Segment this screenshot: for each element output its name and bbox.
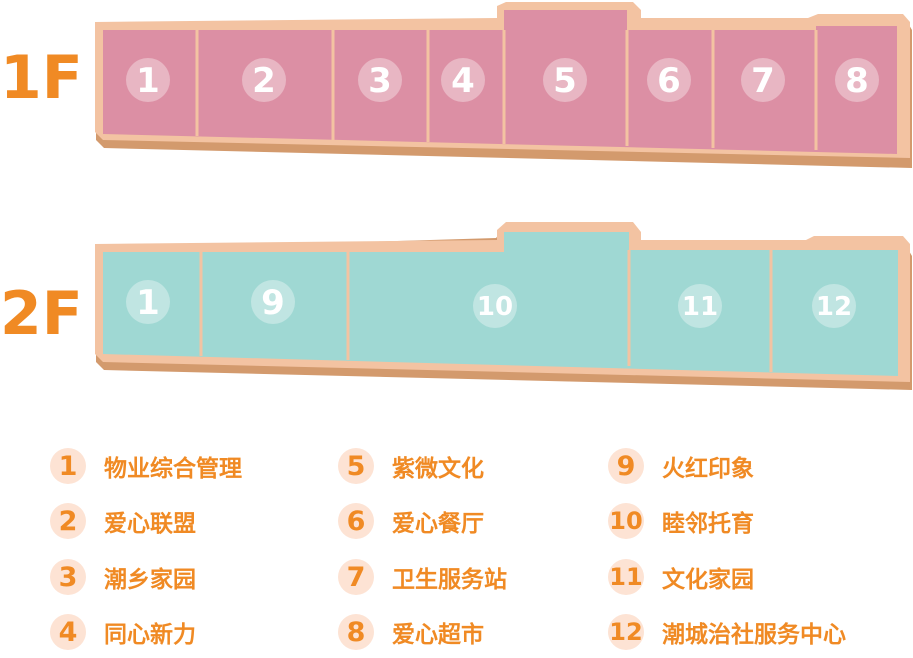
floor-2f-dividers [199, 250, 773, 372]
room-marker: 3 [358, 58, 402, 102]
floor-2f-interior [103, 232, 898, 376]
legend-number-badge: 5 [338, 448, 374, 484]
legend-label: 物业综合管理 [104, 456, 242, 482]
room-number: 7 [751, 61, 775, 101]
room-marker-circle [812, 284, 856, 328]
room-number: 1 [136, 61, 160, 101]
room-marker-circle [835, 58, 879, 102]
legend-number-badge: 4 [50, 614, 86, 650]
room-marker-circle [126, 58, 170, 102]
legend-label: 同心新力 [104, 622, 196, 648]
legend-number-badge: 3 [50, 559, 86, 595]
room-marker: 10 [473, 284, 517, 328]
room-number: 2 [252, 61, 276, 101]
room-marker-circle [543, 58, 587, 102]
room-marker-circle [741, 58, 785, 102]
room-marker-circle [441, 58, 485, 102]
floor-2f: 2F 1 9 10 11 12 [0, 222, 912, 390]
room-number: 10 [477, 292, 513, 322]
legend-label: 爱心联盟 [104, 511, 196, 537]
legend-number-badge: 12 [608, 614, 644, 650]
floor-1f: 1F 1 2 3 4 5 6 7 8 [0, 2, 912, 168]
room-number: 4 [451, 61, 475, 101]
legend-label: 睦邻托育 [662, 511, 754, 537]
floor-1f-dividers [195, 30, 818, 150]
floor-1f-label: 1F [0, 43, 83, 113]
room-marker: 11 [678, 284, 722, 328]
legend-number-badge: 11 [608, 559, 644, 595]
legend-item: 8 爱心超市 [338, 612, 484, 652]
room-number: 11 [682, 292, 718, 322]
legend-number-badge: 8 [338, 614, 374, 650]
room-marker-circle [242, 58, 286, 102]
legend-item: 11 文化家园 [608, 557, 754, 597]
room-marker-circle [126, 280, 170, 324]
floor-1f-rooms: 1 2 3 4 5 6 7 8 [126, 58, 879, 102]
room-marker: 8 [835, 58, 879, 102]
legend-label: 爱心超市 [392, 622, 484, 648]
legend-label: 文化家园 [662, 567, 754, 593]
room-marker: 1 [126, 58, 170, 102]
legend-item: 3 潮乡家园 [50, 557, 196, 597]
legend-item: 9 火红印象 [608, 446, 754, 486]
room-number: 5 [553, 61, 577, 101]
legend-number-badge: 7 [338, 559, 374, 595]
room-marker: 5 [543, 58, 587, 102]
room-marker: 9 [251, 280, 295, 324]
room-number: 3 [368, 61, 392, 101]
legend-label: 紫微文化 [392, 456, 484, 482]
room-marker: 7 [741, 58, 785, 102]
legend-item: 5 紫微文化 [338, 446, 484, 486]
floor-2f-label: 2F [0, 279, 83, 349]
room-number: 8 [845, 61, 869, 101]
room-marker: 1 [126, 280, 170, 324]
legend-item: 6 爱心餐厅 [338, 501, 484, 541]
legend-number-badge: 2 [50, 503, 86, 539]
legend-item: 2 爱心联盟 [50, 501, 196, 541]
room-marker: 12 [812, 284, 856, 328]
room-number: 9 [261, 283, 285, 323]
legend-label: 爱心餐厅 [392, 511, 484, 537]
legend-number-badge: 1 [50, 448, 86, 484]
room-number: 12 [816, 292, 852, 322]
room-marker-circle [473, 284, 517, 328]
legend-item: 12 潮城治社服务中心 [608, 612, 846, 652]
floor-1f-interior [103, 10, 897, 154]
legend-number-badge: 6 [338, 503, 374, 539]
room-marker: 2 [242, 58, 286, 102]
room-marker-circle [251, 280, 295, 324]
room-marker: 4 [441, 58, 485, 102]
legend-number-badge: 10 [608, 503, 644, 539]
legend-label: 火红印象 [662, 456, 754, 482]
legend-label: 潮城治社服务中心 [662, 622, 846, 648]
legend-label: 潮乡家园 [104, 567, 196, 593]
legend-item: 7 卫生服务站 [338, 557, 507, 597]
room-marker-circle [358, 58, 402, 102]
room-number: 6 [657, 61, 681, 101]
room-marker-circle [647, 58, 691, 102]
room-number: 1 [136, 283, 160, 323]
legend-item: 4 同心新力 [50, 612, 196, 652]
legend-label: 卫生服务站 [392, 567, 507, 593]
legend-item: 10 睦邻托育 [608, 501, 754, 541]
floor-2f-rooms: 1 9 10 11 12 [126, 280, 856, 328]
legend-item: 1 物业综合管理 [50, 446, 242, 486]
legend-number-badge: 9 [608, 448, 644, 484]
room-marker-circle [678, 284, 722, 328]
room-marker: 6 [647, 58, 691, 102]
